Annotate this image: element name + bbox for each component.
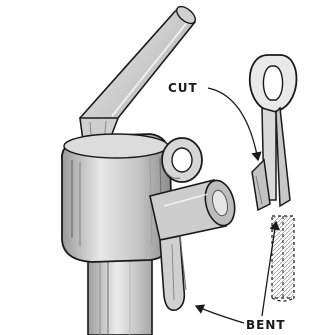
detail-cotter-pin xyxy=(250,55,297,210)
installed-pin-eye xyxy=(162,138,202,182)
installed-pin-bent-leg xyxy=(160,236,186,310)
bent-label: BENT xyxy=(246,318,286,332)
bent-leader-arrow-left xyxy=(196,306,244,323)
cut-label: CUT xyxy=(168,81,198,95)
cut-leader-arrow xyxy=(208,88,258,160)
